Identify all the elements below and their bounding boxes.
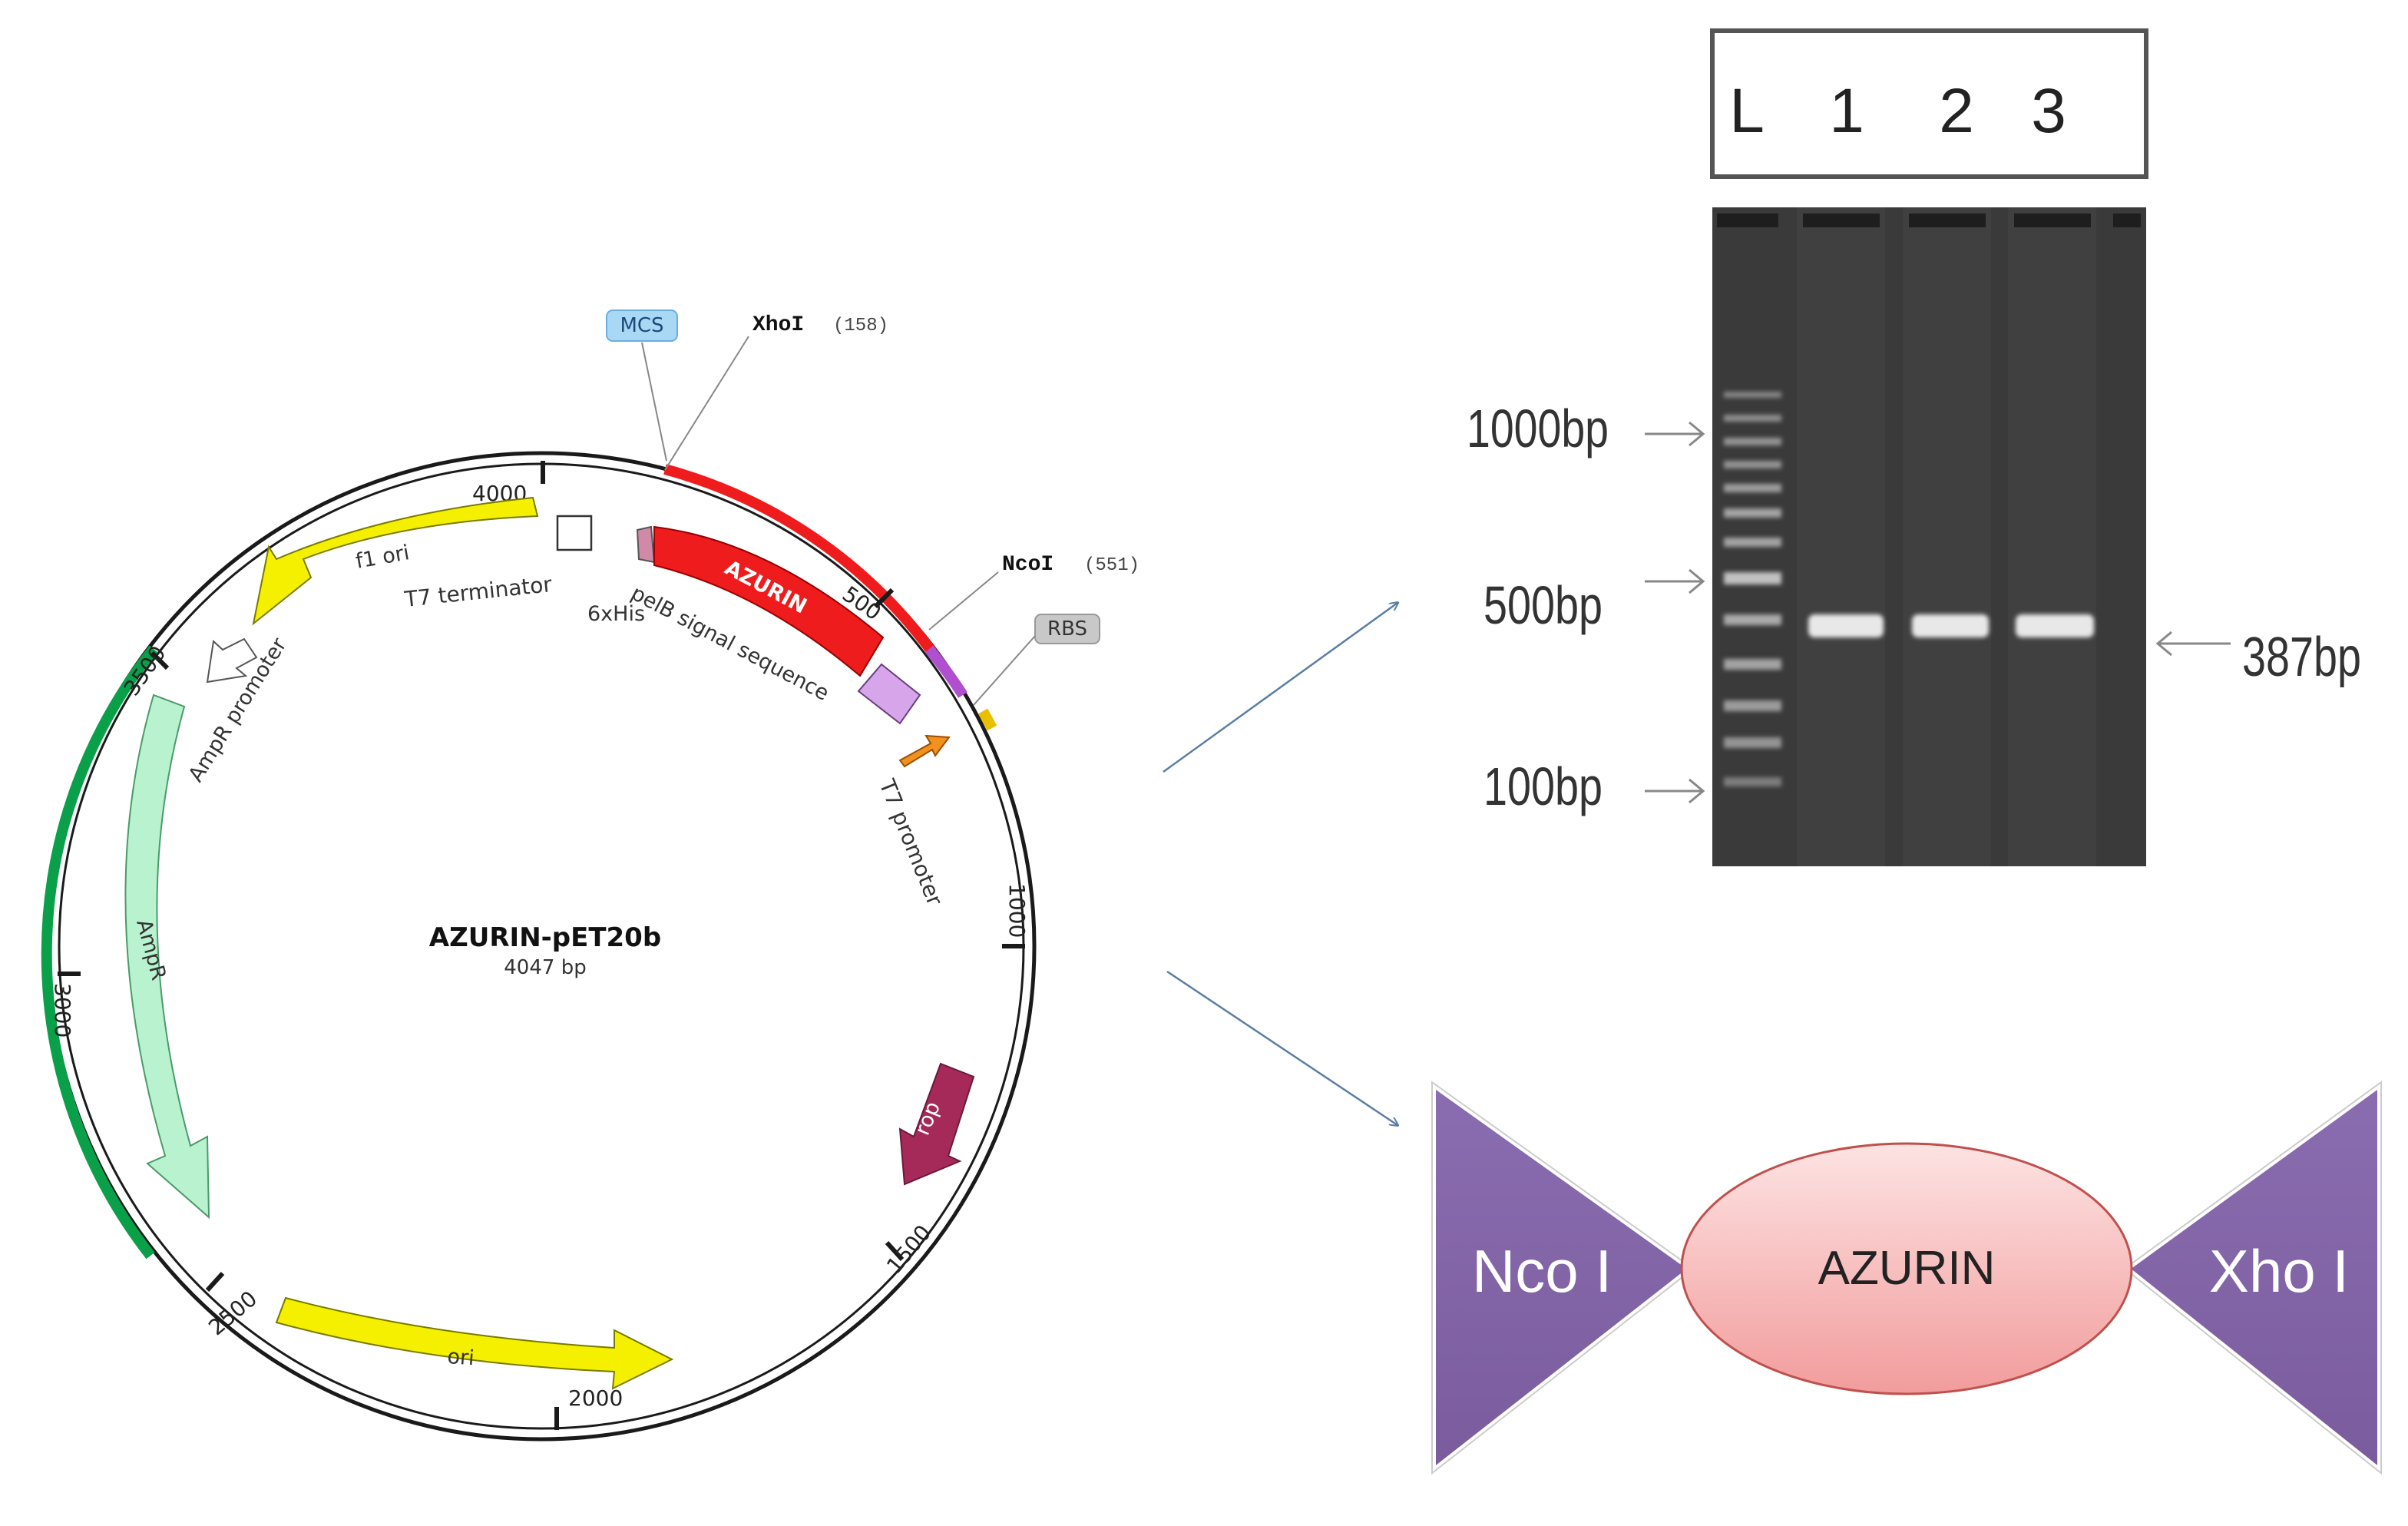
plasmid-name: AZURIN-pET20b — [429, 922, 661, 953]
ladder-band — [1724, 538, 1781, 547]
tick-2500 — [205, 1271, 225, 1293]
ncoi-triangle — [1433, 1084, 1692, 1472]
lane-label-ladder: L — [1729, 76, 1765, 146]
marker-arrow-1000 — [1645, 421, 1705, 447]
tick-1500 — [885, 1240, 905, 1262]
tick-marks — [58, 461, 1025, 1430]
ncoi-site-position: (551) — [1084, 555, 1140, 576]
mcs-leader-line — [641, 342, 667, 462]
azurin-gene-arrow — [653, 525, 885, 677]
tick-label-2000: 2000 — [568, 1385, 623, 1411]
marker-label-100bp: 100bp — [1484, 756, 1603, 816]
lane-label-3: 3 — [2031, 76, 2066, 146]
ncoi-leader-line — [928, 571, 999, 631]
xhoi-site-position: (158) — [833, 316, 888, 336]
ampr-promoter-arrow — [206, 637, 258, 684]
ladder-band — [1724, 572, 1781, 584]
ladder-band — [1724, 508, 1781, 518]
rbs-badge — [1034, 614, 1100, 644]
plasmid-size: 4047 bp — [504, 956, 586, 979]
ladder-band — [1724, 415, 1781, 422]
marker-arrow-500 — [1645, 568, 1705, 594]
xhoi-triangle — [2125, 1084, 2380, 1472]
gel-lane-2 — [1903, 207, 1991, 866]
well-2 — [1909, 214, 1986, 227]
ori-label: ori — [447, 1345, 475, 1370]
ori-arrow — [275, 1296, 674, 1390]
azurin-insert-label: AZURIN — [1818, 1242, 1996, 1295]
ncoi-site-name: NcoI — [1002, 553, 1054, 577]
t7-promoter-arrow — [898, 734, 951, 768]
sample-bands — [1808, 614, 2094, 637]
tick-label-1000: 1000 — [1004, 883, 1030, 938]
tick-label-3000: 3000 — [50, 983, 75, 1038]
azurin-backbone-arc — [663, 464, 937, 656]
xhoi-site-label: Xho I — [2209, 1237, 2349, 1305]
ladder-band — [1724, 614, 1781, 625]
well-3 — [2014, 214, 2091, 227]
gel-lane-3 — [2008, 207, 2096, 866]
well-ladder — [1717, 214, 1778, 227]
f1-ori-arrow — [252, 496, 539, 626]
mcs-badge — [606, 310, 678, 342]
arrow-to-construct — [1166, 970, 1398, 1125]
ncoi-site-label: Nco I — [1472, 1237, 1612, 1305]
ladder-band — [1724, 484, 1781, 492]
band-size-label: 387bp — [2242, 627, 2361, 688]
t7-terminator-label: T7 terminator — [402, 571, 553, 612]
xhoi-site-name: XhoI — [752, 313, 804, 337]
t7-terminator-box — [556, 515, 593, 551]
lane-label-1: 1 — [1829, 76, 1864, 146]
ladder-band — [1724, 438, 1781, 445]
construct-schematic: Nco I AZURIN Xho I — [1431, 1081, 2382, 1475]
ladder-band — [1724, 461, 1781, 468]
ladder-band — [1724, 777, 1781, 786]
tick-3500 — [150, 650, 170, 670]
his-tag-label: 6xHis — [587, 602, 645, 626]
marker-label-500bp: 500bp — [1484, 575, 1603, 635]
marker-arrow-100 — [1645, 778, 1705, 804]
t7-promoter-label: T7 promoter — [874, 775, 948, 909]
well-extra — [2113, 214, 2141, 227]
tick-label-3500: 3500 — [119, 641, 171, 700]
xhoi-leader-line — [664, 336, 749, 471]
lane-label-2: 2 — [1939, 76, 1974, 146]
arrow-to-gel — [1163, 603, 1398, 773]
band-arrow-387 — [2155, 631, 2231, 657]
rop-arrow — [898, 1062, 975, 1186]
pelb-signal-box — [857, 663, 921, 725]
well-1 — [1803, 214, 1880, 227]
band-lane-3 — [2016, 614, 2094, 637]
azurin-insert-ellipse — [1680, 1142, 2133, 1395]
ampr-backbone-arc — [41, 645, 158, 1260]
gel-electrophoresis: L 1 2 3 — [1467, 28, 2361, 866]
ladder-bands — [1724, 392, 1781, 786]
ncoi-region-arc — [925, 645, 968, 698]
band-lane-2 — [1912, 614, 1989, 637]
plasmid-map: 4000 500 1000 1500 2000 2500 3000 3500 f… — [41, 310, 1140, 1442]
band-lane-1 — [1808, 614, 1884, 637]
gel-lane-1 — [1797, 207, 1885, 866]
marker-arrows — [1645, 421, 2231, 804]
rbs-leader-line — [973, 635, 1036, 706]
f1-ori-label: f1 ori — [354, 541, 412, 574]
marker-label-1000bp: 1000bp — [1467, 399, 1609, 458]
ladder-band — [1724, 659, 1781, 670]
his-tag-marker — [636, 525, 656, 564]
gel-wells — [1717, 214, 2141, 227]
tick-500 — [873, 588, 895, 609]
mcs-label: MCS — [620, 314, 663, 337]
lane-label-box — [1710, 28, 2148, 179]
rbs-label: RBS — [1047, 617, 1087, 641]
ladder-band — [1724, 392, 1781, 398]
ladder-band — [1724, 700, 1781, 711]
ampr-arrow — [124, 693, 210, 1220]
rbs-arc — [977, 708, 997, 731]
ladder-band — [1724, 737, 1781, 748]
